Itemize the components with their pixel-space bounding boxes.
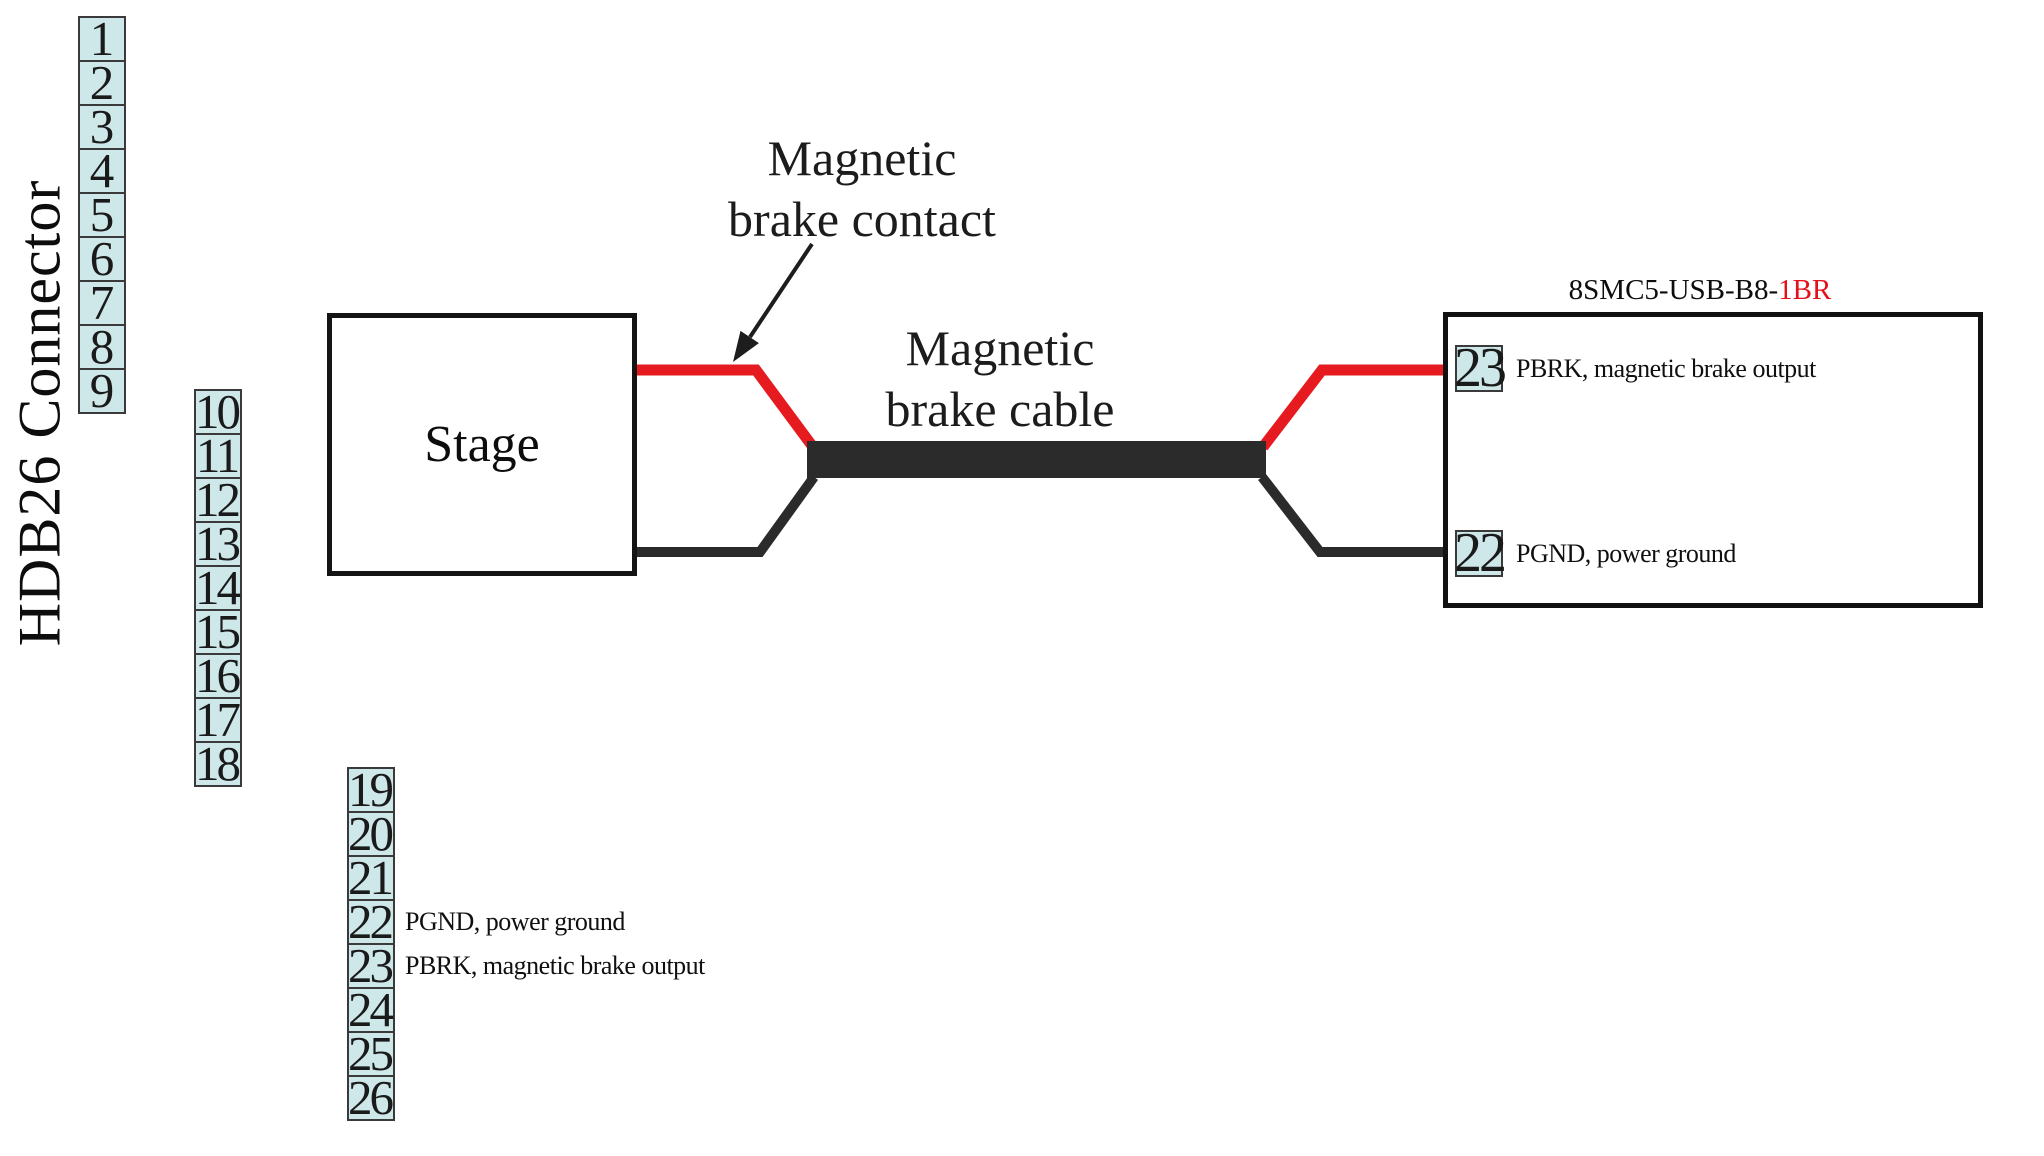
pin-number: 16 bbox=[195, 648, 241, 703]
magnetic-brake-cable-body bbox=[807, 441, 1266, 478]
pin-number: 11 bbox=[195, 428, 240, 483]
pin-label: PGND, power ground bbox=[1516, 538, 1736, 568]
controller-box: 23 PBRK, magnetic brake output 22 PGND, … bbox=[1443, 312, 1983, 608]
pin-cell: 22 bbox=[1454, 522, 1507, 584]
pin-number: 18 bbox=[195, 736, 241, 791]
controller-model-suffix: 1BR bbox=[1778, 274, 1832, 306]
black-wire-right bbox=[1258, 473, 1445, 557]
controller-model: 8SMC5-USB-B8- bbox=[1568, 274, 1779, 306]
stage-box: Stage bbox=[327, 313, 637, 576]
pin-number: 2 bbox=[89, 55, 115, 110]
pin-cell: 12 bbox=[194, 472, 242, 527]
pin-label: PBRK, magnetic brake output bbox=[405, 951, 705, 980]
brake-contact-annotation: Magnetic brake contact bbox=[728, 128, 996, 250]
pin-number: 23 bbox=[1454, 337, 1507, 399]
pin-cell: 22 PGND, power ground bbox=[347, 894, 625, 949]
controller-pin-row: 22 PGND, power ground bbox=[1454, 522, 1736, 584]
connector-title-text: HDB26 Connector bbox=[6, 179, 73, 647]
pin-number: 26 bbox=[348, 1070, 394, 1125]
pin-number: 6 bbox=[89, 231, 115, 286]
black-wire-left bbox=[637, 474, 819, 557]
pin-cell: 23 bbox=[1454, 337, 1507, 399]
hdb26-pin-column-1: 1 2 3 4 5 6 bbox=[78, 11, 126, 418]
brake-cable-annotation: Magnetic brake cable bbox=[885, 318, 1114, 440]
callout-arrow-line bbox=[748, 242, 814, 339]
pin-number: 10 bbox=[195, 384, 241, 439]
stage-label: Stage bbox=[424, 416, 540, 473]
pin-label: PGND, power ground bbox=[405, 907, 625, 936]
pin-number: 20 bbox=[348, 806, 394, 861]
pin-number: 4 bbox=[89, 143, 115, 198]
red-wire-left bbox=[637, 364, 818, 451]
pin-cell: 7 bbox=[78, 275, 126, 330]
pin-number: 25 bbox=[348, 1026, 394, 1081]
pin-number: 13 bbox=[195, 516, 241, 571]
hdb26-pin-column-2: 10 11 12 13 14 15 bbox=[194, 384, 242, 791]
pin-cell: 19 bbox=[347, 762, 395, 817]
pin-label: PBRK, magnetic brake output bbox=[1516, 353, 1816, 383]
pin-cell: 5 bbox=[78, 187, 126, 242]
pin-number: 1 bbox=[89, 11, 115, 66]
pin-cell: 17 bbox=[194, 692, 242, 747]
pin-cell: 20 bbox=[347, 806, 395, 861]
pin-cell: 11 bbox=[194, 428, 242, 483]
pin-number: 15 bbox=[195, 604, 241, 659]
callout-arrow-head bbox=[733, 330, 759, 362]
pin-number: 3 bbox=[89, 99, 115, 154]
pin-number: 9 bbox=[89, 363, 115, 418]
pin-cell: 9 bbox=[78, 363, 126, 418]
pin-number: 8 bbox=[89, 319, 115, 374]
pin-number: 24 bbox=[348, 982, 394, 1037]
controller-pin-list: 23 PBRK, magnetic brake output 22 PGND, … bbox=[1448, 317, 1978, 603]
pin-number: 12 bbox=[195, 472, 241, 527]
pin-number: 19 bbox=[348, 762, 394, 817]
pin-cell: 18 bbox=[194, 736, 242, 791]
pin-number: 17 bbox=[195, 692, 241, 747]
pin-cell: 21 bbox=[347, 850, 395, 905]
pin-cell: 10 bbox=[194, 384, 242, 439]
pin-cell: 14 bbox=[194, 560, 242, 615]
pin-number: 7 bbox=[89, 275, 115, 330]
pin-cell: 23 PBRK, magnetic brake output bbox=[347, 938, 705, 993]
hdb26-pin-column-3: 19 20 21 22 PGND, power ground 23 PBRK, … bbox=[347, 762, 705, 1125]
connector-title: HDB26 Connector bbox=[7, 180, 507, 647]
pin-cell: 4 bbox=[78, 143, 126, 198]
pin-number: 5 bbox=[89, 187, 115, 242]
pin-number: 22 bbox=[348, 894, 394, 949]
pin-number: 21 bbox=[348, 850, 394, 905]
pin-cell: 24 bbox=[347, 982, 395, 1037]
pin-cell: 16 bbox=[194, 648, 242, 703]
brake-cable-line2: brake cable bbox=[885, 381, 1115, 437]
pin-number: 23 bbox=[348, 938, 394, 993]
pin-number: 14 bbox=[195, 560, 241, 615]
red-wire-right bbox=[1258, 364, 1445, 451]
pin-number: 22 bbox=[1454, 522, 1507, 584]
controller-title: 8SMC5-USB-B8-1BR bbox=[1569, 274, 1832, 307]
controller-pin-row: 23 PBRK, magnetic brake output bbox=[1454, 337, 1816, 399]
brake-cable-line1: Magnetic bbox=[905, 320, 1095, 376]
brake-contact-line2: brake contact bbox=[728, 191, 996, 247]
pin-cell: 3 bbox=[78, 99, 126, 154]
brake-contact-line1: Magnetic bbox=[767, 130, 957, 186]
pin-cell: 26 bbox=[347, 1070, 395, 1125]
